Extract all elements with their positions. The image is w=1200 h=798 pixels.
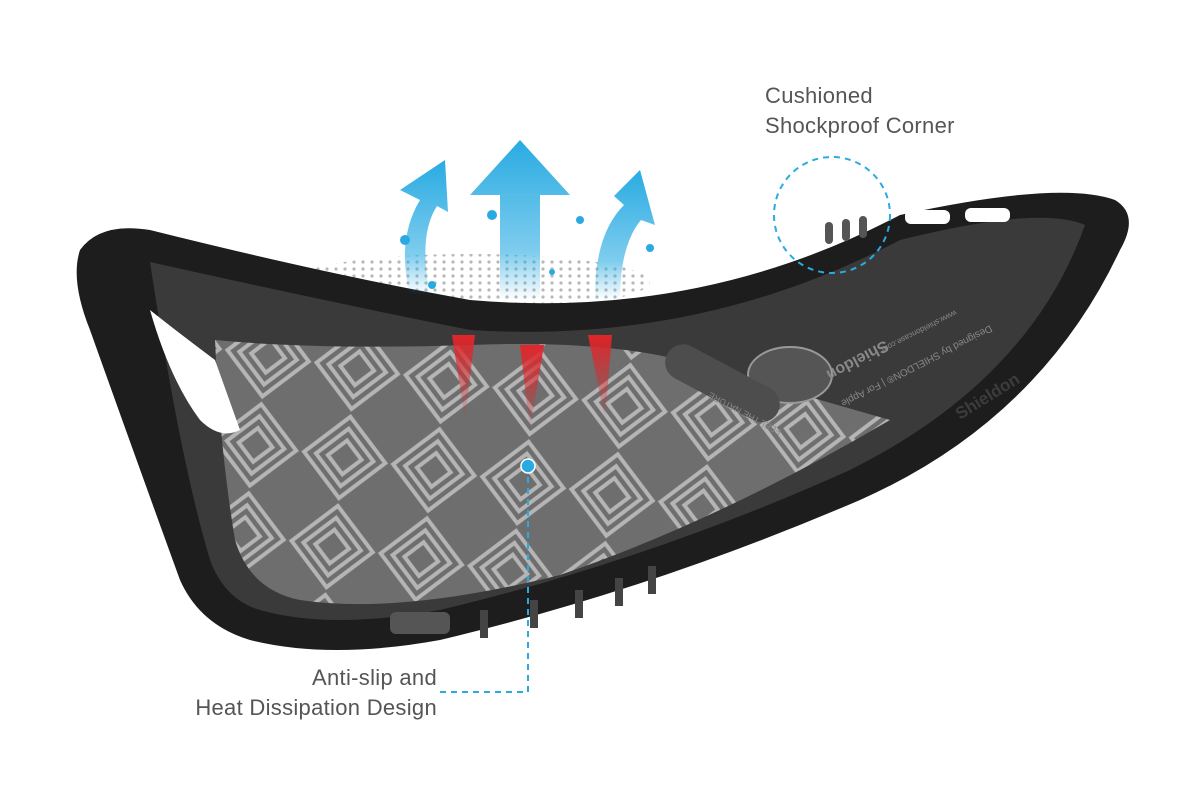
side-grips <box>480 566 656 638</box>
corner-callout-line2: Shockproof Corner <box>765 113 955 138</box>
anti-slip-pattern <box>215 340 890 605</box>
heat-rays <box>452 335 612 430</box>
grip-callout-line1: Anti-slip and <box>312 665 437 690</box>
grip-callout-line <box>440 466 529 693</box>
corner-callout-label: Cushioned Shockproof Corner <box>765 81 955 141</box>
grip-callout-label: Anti-slip and Heat Dissipation Design <box>195 663 437 723</box>
grip-callout-dot <box>520 458 536 474</box>
air-bubbles <box>400 210 654 289</box>
camera-cutout <box>150 310 240 434</box>
corner-vents <box>825 208 1010 244</box>
airflow-arrows <box>400 140 655 300</box>
grip-callout-line2: Heat Dissipation Design <box>195 695 437 720</box>
slogan-pill <box>665 344 780 423</box>
corner-callout-line1: Cushioned <box>765 83 873 108</box>
corner-callout-circle <box>773 156 891 274</box>
port-cutout <box>390 612 450 634</box>
